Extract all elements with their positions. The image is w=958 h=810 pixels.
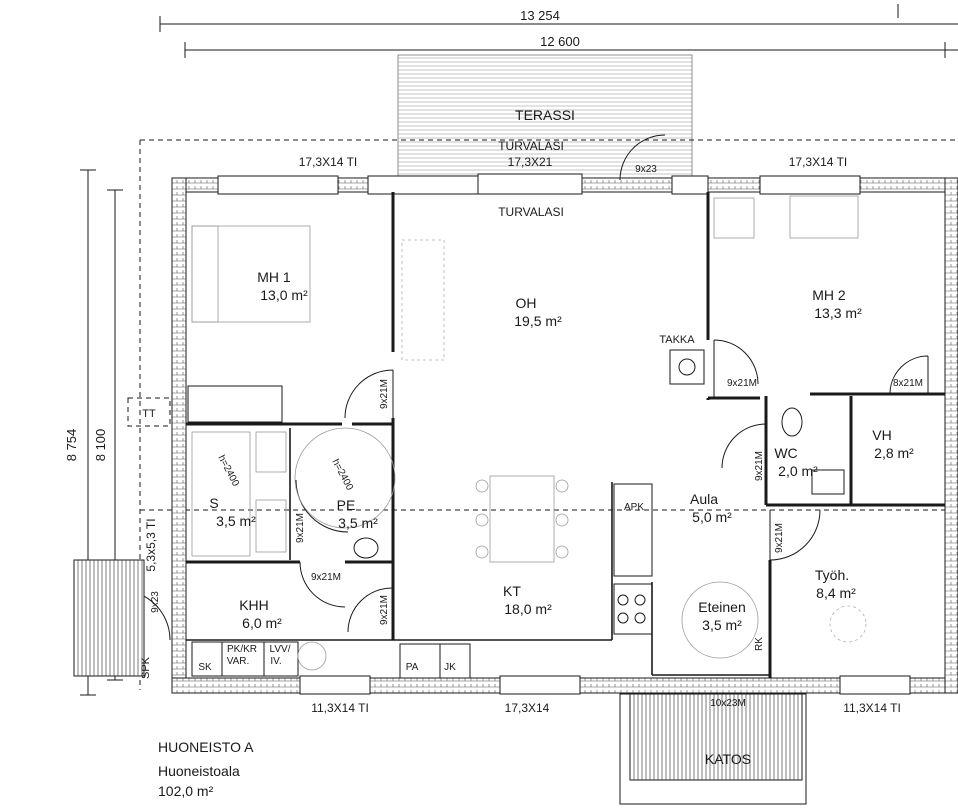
room-khh-name: KHH xyxy=(239,597,269,613)
door-tyoh-label: 9x21M xyxy=(774,523,785,553)
door-mh2-right-label: 8x21M xyxy=(893,378,923,389)
door-entry-label: 10x23M xyxy=(710,698,746,709)
unit-title: HUONEISTO A xyxy=(158,739,254,755)
window-bottom-center-label: 17,3X14 xyxy=(505,701,550,715)
tt-box xyxy=(127,397,171,427)
room-mh1-area: 13,0 m² xyxy=(260,287,308,303)
room-vh-area: 2,8 m² xyxy=(874,445,914,461)
door-swings xyxy=(119,134,929,736)
room-mh2-area: 13,3 m² xyxy=(814,305,862,321)
glazing-inner-label: TURVALASI xyxy=(498,205,564,219)
room-oh-name: OH xyxy=(516,295,537,311)
roof-overhang-outline xyxy=(139,139,958,690)
sk-label: SK xyxy=(198,662,212,673)
side-stairs xyxy=(73,559,145,677)
canopy-label: KATOS xyxy=(705,751,751,767)
window-side-left-label: 5,3x5,3 TI xyxy=(144,518,158,571)
pa-label: PA xyxy=(406,662,419,673)
apk-label: APK xyxy=(624,502,644,513)
door-pe-label: 9x21M xyxy=(311,572,341,583)
interior-walls xyxy=(186,192,945,678)
room-mh1-name: MH 1 xyxy=(257,269,291,285)
room-kt-name: KT xyxy=(503,583,521,599)
dimension-inner-width: 12 600 xyxy=(184,34,958,58)
inner-depth-label: 8 100 xyxy=(93,429,108,462)
furniture xyxy=(187,195,867,679)
area-label: Huoneistoala xyxy=(158,763,240,779)
area-value: 102,0 m² xyxy=(158,783,214,799)
room-tyoh-name: Työh. xyxy=(815,567,849,583)
takka-label: TAKKA xyxy=(659,334,695,346)
tt-label: TT xyxy=(142,408,156,420)
room-oh-area: 19,5 m² xyxy=(514,313,562,329)
sauna-height-label: h=2400 xyxy=(215,453,241,488)
room-aula-area: 5,0 m² xyxy=(692,509,732,525)
room-pe-area: 3,5 m² xyxy=(338,515,378,531)
room-wc-name: WC xyxy=(774,445,797,461)
glazing-top-label: TURVALASI xyxy=(498,139,564,153)
window-top-left-label: 17,3X14 TI xyxy=(299,155,358,169)
inner-width-label: 12 600 xyxy=(540,34,580,49)
door-side-label: 9x23 xyxy=(150,591,161,613)
door-s-label: 9x21M xyxy=(295,513,306,543)
room-s-name: S xyxy=(209,495,218,511)
rk-label: RK xyxy=(754,637,765,651)
iv-label: IV. xyxy=(270,656,281,667)
door-wc-label: 9x21M xyxy=(754,451,765,481)
var-label: VAR. xyxy=(227,656,250,667)
terrace-deck xyxy=(397,54,693,181)
pkkr-label: PK/KR xyxy=(227,644,257,655)
window-top-right-label: 17,3X14 TI xyxy=(789,155,848,169)
pe-height-label: h=2400 xyxy=(329,457,355,492)
overall-width-label: 13 254 xyxy=(520,8,560,23)
door-kt-label: 9x21M xyxy=(379,595,390,625)
window-bottom-left-label: 11,3X14 TI xyxy=(311,701,369,715)
room-tyoh-area: 8,4 m² xyxy=(816,585,856,601)
room-khh-area: 6,0 m² xyxy=(242,615,282,631)
lvv-label: LVV/ xyxy=(270,644,291,655)
overall-depth-label: 8 754 xyxy=(64,429,79,462)
room-aula-name: Aula xyxy=(690,491,718,507)
door-terrace-label: 9x23 xyxy=(635,164,657,175)
jk-label: JK xyxy=(444,662,456,673)
windows-bottom xyxy=(299,675,911,695)
room-eteinen-area: 3,5 m² xyxy=(702,617,742,633)
canopy-outline xyxy=(619,693,807,805)
door-mh2-left-label: 9x21M xyxy=(727,378,757,389)
room-s-area: 3,5 m² xyxy=(216,513,256,529)
window-bottom-right-label: 11,3X14 TI xyxy=(843,701,901,715)
dimension-overall-width: 13 254 xyxy=(159,4,958,32)
room-wc-area: 2,0 m² xyxy=(778,463,818,479)
room-vh-name: VH xyxy=(872,427,891,443)
room-pe-name: PE xyxy=(337,497,356,513)
room-eteinen-name: Eteinen xyxy=(698,599,745,615)
windows-top xyxy=(217,173,861,195)
entry-stairs xyxy=(629,693,803,781)
spk-label: SPK xyxy=(140,656,152,679)
terrace-label: TERASSI xyxy=(515,107,575,123)
room-kt-area: 18,0 m² xyxy=(504,601,552,617)
door-mh1-label: 9x21M xyxy=(379,379,390,409)
room-mh2-name: MH 2 xyxy=(812,287,846,303)
window-top-center-label: 17,3X21 xyxy=(508,155,553,169)
